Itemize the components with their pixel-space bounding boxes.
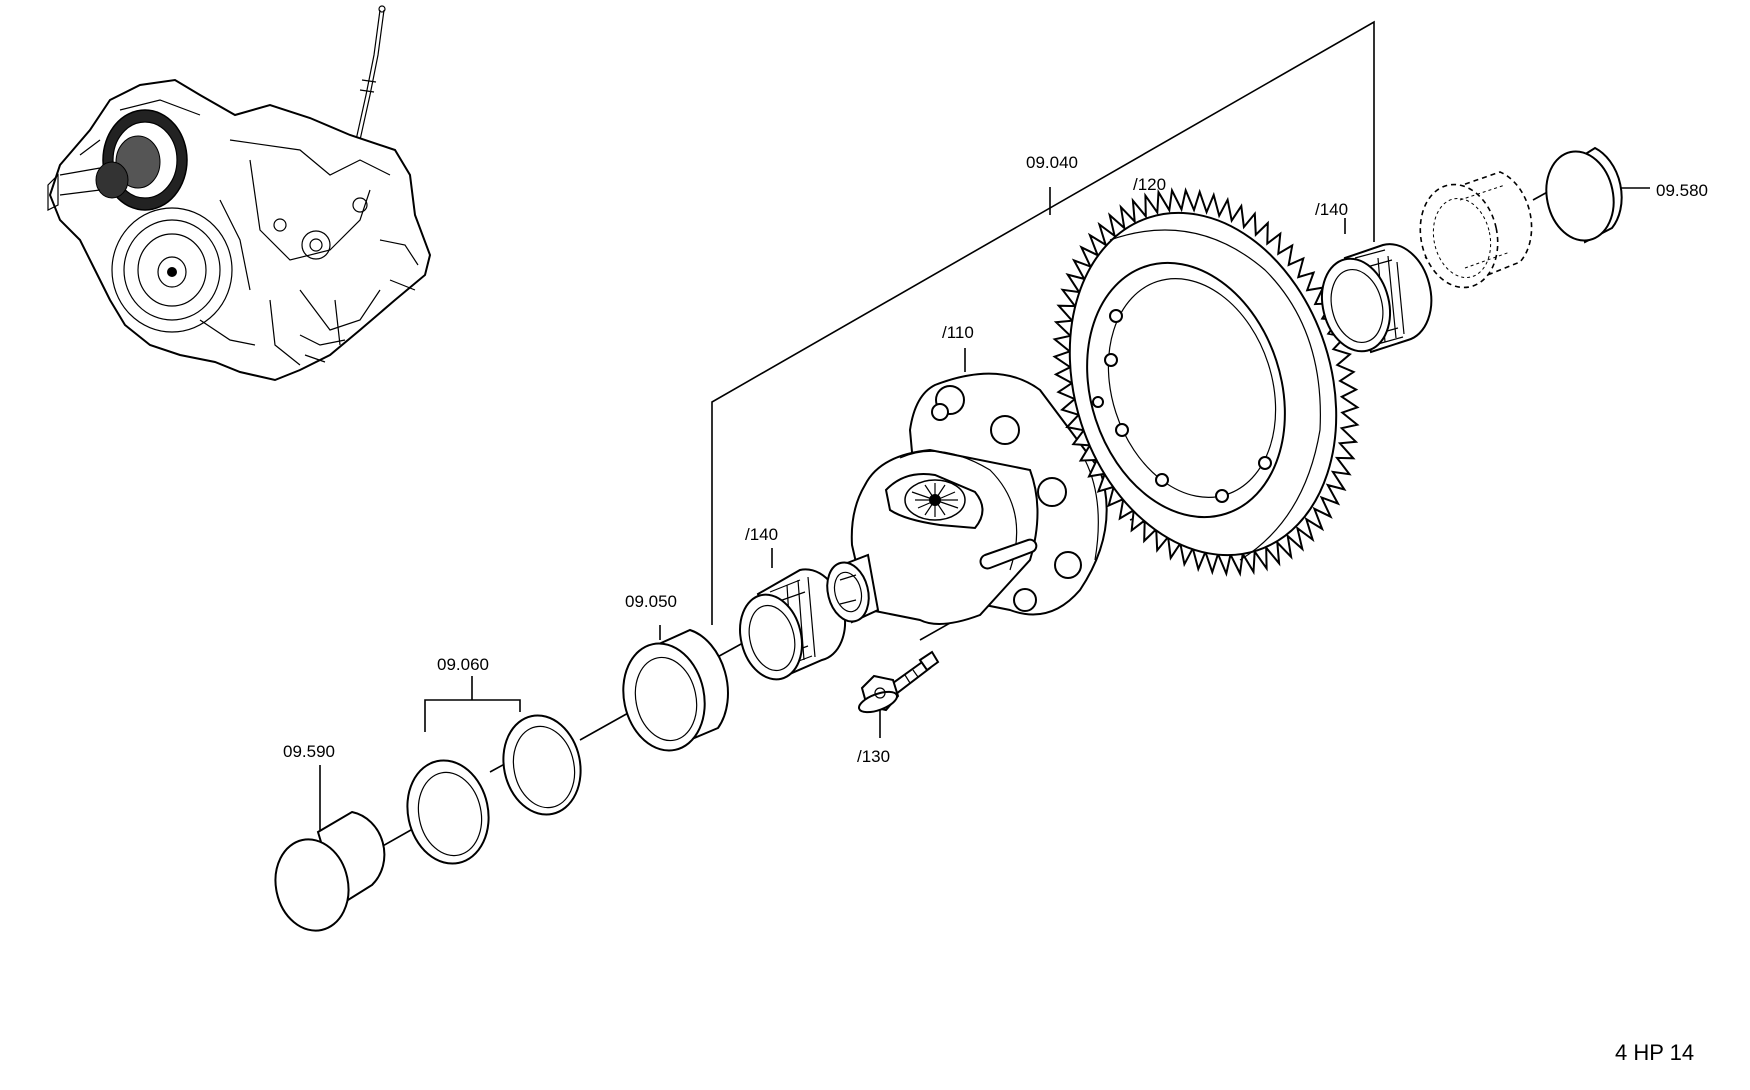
label-09580: 09.580 [1656,181,1708,200]
callout-labels: 09.040 /120 /140 09.580 /110 /140 09.050… [283,153,1708,766]
ring-gear-120 [1052,187,1360,577]
cover-09580 [1545,146,1623,244]
bearing-140-left [739,568,846,681]
bolt-130 [858,650,940,714]
label-09050: 09.050 [625,592,677,611]
label-09060: 09.060 [437,655,489,674]
label-140-right: /140 [1315,200,1348,219]
label-140-left: /140 [745,525,778,544]
label-09590: 09.590 [283,742,335,761]
label-110: /110 [942,323,974,342]
bearing-race-09050 [622,628,729,752]
shims-09060 [406,714,582,865]
model-code-label: 4 HP 14 [1615,1040,1695,1065]
phantom-bearing-race [1419,171,1533,289]
differential-housing-110 [826,372,1108,625]
bearing-140-right [1321,243,1433,354]
label-130: /130 [857,747,890,766]
label-120: /120 [1133,175,1166,194]
label-09040: 09.040 [1026,153,1078,172]
transmission-overview-image [47,5,432,382]
cap-09590 [274,810,386,932]
